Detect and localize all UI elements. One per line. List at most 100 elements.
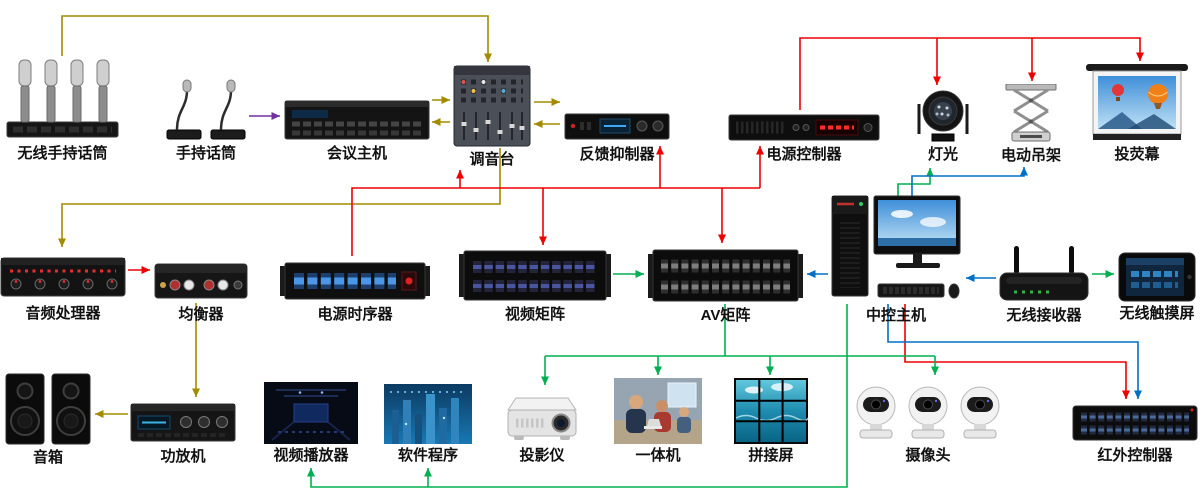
wireless-receiver-icon <box>999 246 1089 301</box>
gooseneck-mic-icon <box>166 79 246 140</box>
device-ir-controller: 红外控制器 <box>1072 402 1198 465</box>
device-video-player: 视频播放器 <box>264 382 358 465</box>
all-in-one-icon <box>614 378 702 444</box>
device-wireless-mic: 无线手持话筒 <box>5 58 120 163</box>
arrowhead-green <box>424 468 432 477</box>
arrowhead-green <box>1105 270 1114 278</box>
device-audio-processor: 音频处理器 <box>0 250 126 323</box>
edge-power-controller-to-projection-screen <box>799 37 1141 110</box>
device-label: 均衡器 <box>178 306 224 323</box>
device-cameras: 摄像头 <box>854 378 1002 465</box>
arrowhead-red <box>456 170 464 179</box>
software-icon <box>384 384 472 444</box>
video-player-icon <box>264 382 358 444</box>
device-label: 无线接收器 <box>1006 307 1082 324</box>
device-electric-hanger: 电动吊架 <box>1000 84 1062 165</box>
av-matrix-icon <box>648 249 803 302</box>
equalizer-icon <box>154 263 248 299</box>
audio-processor-icon <box>0 257 126 297</box>
edge-central-control-to-ir-controller <box>904 304 1127 399</box>
arrowhead-green <box>931 366 939 375</box>
device-label: 视频播放器 <box>273 447 349 464</box>
arrowhead-green <box>926 168 934 177</box>
device-av-matrix: AV矩阵 <box>648 246 803 325</box>
wireless-mic-icon <box>6 59 119 138</box>
feedback-suppressor-icon <box>564 113 670 140</box>
arrowhead-green <box>307 468 315 477</box>
device-label: 手持话筒 <box>175 145 236 162</box>
device-video-wall: 拼接屏 <box>734 378 808 465</box>
video-wall-icon <box>734 378 808 444</box>
arrowhead-green <box>654 366 662 375</box>
device-projector: 投影仪 <box>504 388 580 465</box>
device-label: 反馈抑制器 <box>579 146 655 163</box>
device-equalizer: 均衡器 <box>153 258 249 324</box>
device-power-controller: 电源控制器 <box>728 112 880 164</box>
video-matrix-icon <box>459 250 611 301</box>
arrowhead-red <box>141 266 150 274</box>
device-all-in-one: 一体机 <box>614 378 702 465</box>
arrowhead-red <box>718 234 726 243</box>
cameras-icon <box>856 386 1000 439</box>
speakers-icon <box>5 373 91 445</box>
device-label: 中控主机 <box>865 307 926 324</box>
edge-mixer-to-audio-processor <box>61 148 501 247</box>
arrowhead-red <box>656 146 664 155</box>
arrowhead-gold <box>534 120 543 128</box>
ir-controller-icon <box>1072 405 1198 441</box>
device-label: 无线手持话筒 <box>17 145 108 162</box>
device-label: 拼接屏 <box>748 447 794 464</box>
power-controller-icon <box>728 114 880 141</box>
stage-light-icon <box>917 90 969 142</box>
device-label: 红外控制器 <box>1097 447 1173 464</box>
device-label: 功放机 <box>160 448 206 465</box>
arrowhead-red <box>1136 52 1144 61</box>
device-conference-host: 会议主机 <box>284 96 430 163</box>
arrowhead-red <box>539 236 547 245</box>
device-software: 软件程序 <box>384 384 472 465</box>
device-amplifier: 功放机 <box>130 400 236 466</box>
edge-central-control-to-video-player <box>310 304 848 488</box>
arrowhead-green <box>766 366 774 375</box>
device-projection-screen: 投荧幕 <box>1084 64 1190 164</box>
device-wireless-touchscreen: 无线触摸屏 <box>1118 252 1196 323</box>
arrowhead-gold <box>441 96 450 104</box>
device-label: 灯光 <box>927 146 958 163</box>
device-central-control: 中控主机 <box>830 192 962 325</box>
arrowhead-red <box>933 76 941 85</box>
conference-host-icon <box>284 100 430 140</box>
device-feedback-suppressor: 反馈抑制器 <box>564 110 670 164</box>
projection-screen-icon <box>1086 64 1188 140</box>
arrowhead-purple <box>271 112 280 120</box>
device-label: 软件程序 <box>397 447 458 464</box>
device-label: 电源控制器 <box>766 146 842 163</box>
device-label: 音箱 <box>32 449 63 466</box>
projector-icon <box>507 397 577 440</box>
device-stage-light: 灯光 <box>914 88 972 164</box>
device-label: 投影仪 <box>519 447 565 464</box>
device-label: 调音台 <box>469 151 515 168</box>
device-label: 投荧幕 <box>1114 146 1160 163</box>
electric-hanger-icon <box>1005 84 1057 142</box>
device-label: 一体机 <box>635 447 681 464</box>
arrowhead-gold <box>192 388 200 397</box>
arrowhead-gold <box>484 53 492 62</box>
central-control-icon <box>831 195 961 299</box>
arrowhead-red <box>1122 390 1130 399</box>
arrowhead-blue <box>966 274 975 282</box>
arrowhead-green <box>541 376 549 385</box>
device-label: 电源时序器 <box>317 306 393 323</box>
device-label: 视频矩阵 <box>504 306 565 323</box>
edge-wireless-mic-to-mixer <box>61 15 489 62</box>
power-sequencer-icon <box>280 262 430 300</box>
arrowhead-gold <box>432 118 441 126</box>
mixer-icon <box>453 65 531 147</box>
arrowhead-gold <box>58 238 66 247</box>
arrowhead-blue <box>1020 167 1028 176</box>
arrowhead-red <box>756 146 764 155</box>
device-label: 音频处理器 <box>25 305 101 322</box>
device-video-matrix: 视频矩阵 <box>459 248 611 324</box>
edge-power-sequencer-to-power-bus <box>351 187 760 256</box>
